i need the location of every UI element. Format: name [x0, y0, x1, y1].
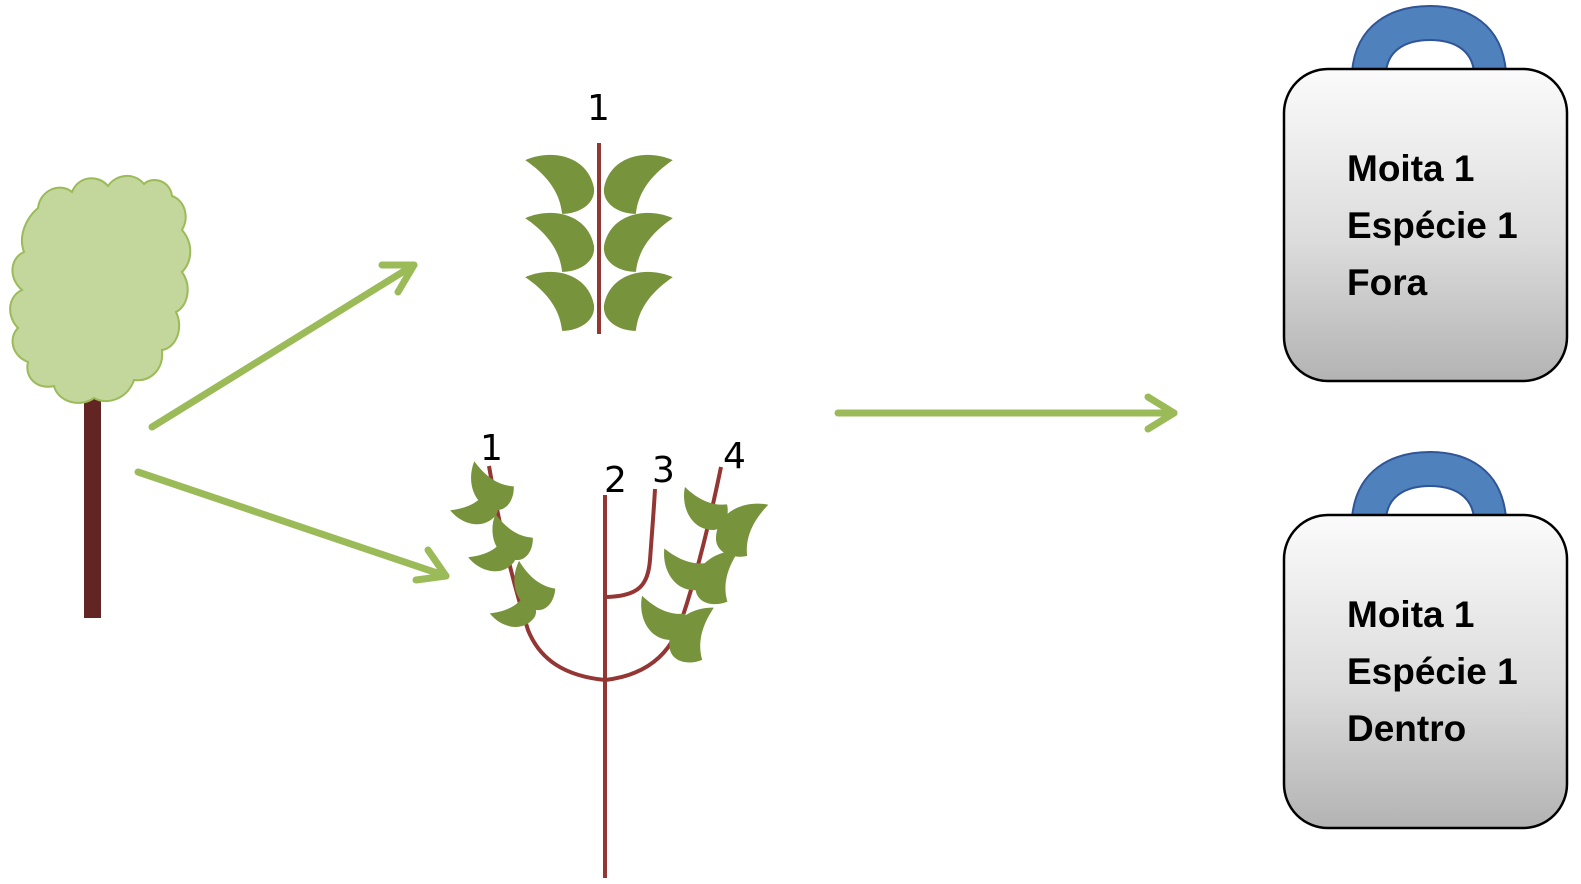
arrow-head	[1144, 393, 1178, 433]
bag-line-especie: Espécie 1	[1347, 651, 1518, 692]
stem-3	[606, 488, 657, 599]
multi-branch-number-4: 4	[723, 436, 746, 477]
arrow-head	[412, 546, 450, 584]
arrow-to-single-branch	[148, 261, 418, 431]
multi-branch-number-3: 3	[652, 450, 675, 491]
bag-body	[1282, 67, 1569, 383]
bag-label-dentro: Moita 1 Espécie 1 Dentro	[1347, 586, 1518, 757]
bag-line-moita: Moita 1	[1347, 148, 1475, 189]
bag-line-location: Fora	[1347, 262, 1428, 303]
arrow-shaft	[148, 261, 418, 431]
arrow-head	[378, 261, 418, 296]
bag-handle	[1350, 4, 1508, 73]
bag-body	[1282, 513, 1569, 830]
multi-branch-icon: 1 2 3 4	[448, 428, 783, 878]
tree-trunk	[84, 392, 101, 618]
arrow-to-bags	[834, 393, 1178, 433]
bag-line-especie: Espécie 1	[1347, 205, 1518, 246]
multi-branch-number-1: 1	[480, 428, 503, 469]
multi-branch-number-2: 2	[604, 460, 627, 501]
branch-stems	[487, 465, 723, 878]
bag-line-moita: Moita 1	[1347, 594, 1475, 635]
arrow-shaft	[134, 468, 450, 580]
bag-handle	[1350, 450, 1508, 519]
tree-icon	[9, 175, 192, 618]
tree-crown	[9, 175, 192, 404]
bag-icon	[1282, 4, 1569, 383]
stem-1	[487, 465, 606, 682]
arrow-to-multi-branch	[134, 468, 450, 584]
single-branch-icon: 1	[518, 88, 680, 335]
bag-line-location: Dentro	[1347, 708, 1467, 749]
single-branch-number: 1	[587, 88, 610, 129]
bag-icon	[1282, 450, 1569, 830]
bag-label-fora: Moita 1 Espécie 1 Fora	[1347, 140, 1518, 311]
